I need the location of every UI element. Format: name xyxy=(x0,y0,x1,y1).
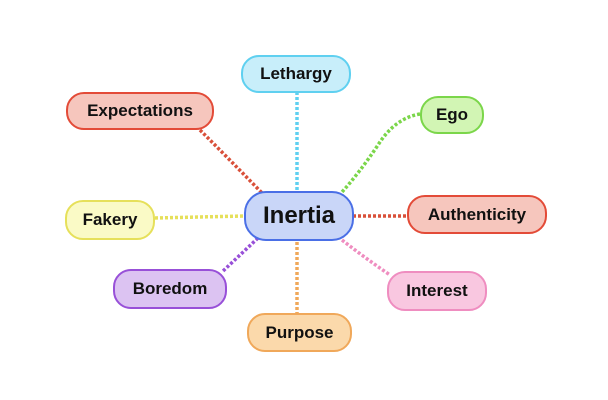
node-ego[interactable]: Ego xyxy=(420,96,484,134)
central-node[interactable]: Inertia xyxy=(244,191,354,241)
node-purpose[interactable]: Purpose xyxy=(247,313,352,352)
node-label: Interest xyxy=(406,281,468,300)
link-fakery xyxy=(154,214,245,220)
central-node-label: Inertia xyxy=(262,202,336,229)
node-label: Ego xyxy=(435,105,469,124)
link-interest xyxy=(340,238,391,277)
node-interest[interactable]: Interest xyxy=(387,271,487,311)
node-label: Purpose xyxy=(265,322,334,342)
link-ego xyxy=(340,112,421,194)
node-label: Lethargy xyxy=(260,64,332,83)
link-boredom xyxy=(220,236,260,274)
node-label: Authenticity xyxy=(427,204,527,224)
node-label: Expectations xyxy=(87,101,193,120)
node-label: Boredom xyxy=(132,279,208,298)
node-boredom[interactable]: Boredom xyxy=(113,269,227,309)
node-lethargy[interactable]: Lethargy xyxy=(241,55,351,93)
node-fakery[interactable]: Fakery xyxy=(65,200,155,240)
node-authenticity[interactable]: Authenticity xyxy=(407,195,547,234)
node-expectations[interactable]: Expectations xyxy=(66,92,214,130)
link-expectations xyxy=(198,128,264,195)
node-label: Fakery xyxy=(82,210,138,229)
